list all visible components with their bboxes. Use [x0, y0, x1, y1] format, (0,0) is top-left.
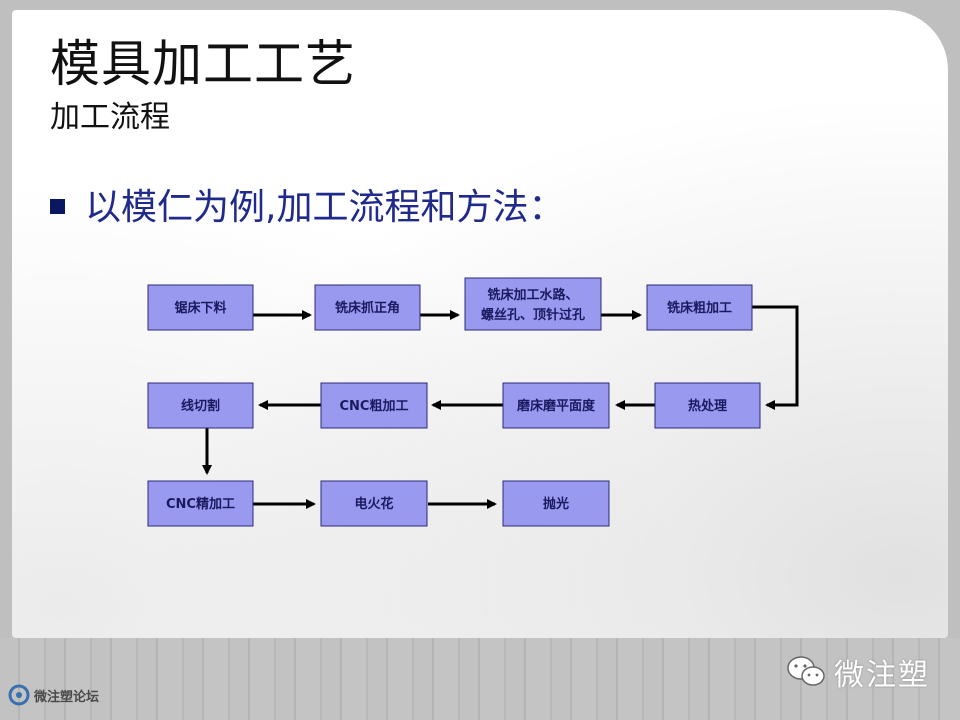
node-n11: 抛光: [502, 480, 610, 527]
wechat-icon: [787, 656, 825, 686]
node-label: 铣床粗加工: [667, 300, 732, 316]
bullet-item: 以模仁为例,加工流程和方法：: [50, 178, 564, 230]
node-label: CNC精加工: [166, 496, 235, 512]
node-label: 线切割: [181, 398, 220, 414]
node-label: 铣床加工水路、: [487, 287, 578, 303]
forum-label: 微注塑论坛: [34, 689, 100, 705]
node-label: 铣床抓正角: [335, 300, 400, 316]
slide-subtitle: 加工流程: [50, 100, 170, 135]
node-n5: 热处理: [654, 382, 761, 429]
slide-title: 模具加工工艺: [50, 35, 356, 93]
flow-edges: [202, 305, 799, 509]
node-label-line2: 螺丝孔、顶针过孔: [481, 307, 585, 323]
node-n3: 铣床加工水路、 螺丝孔、顶针过孔: [464, 277, 602, 331]
wechat-watermark: 微注塑: [786, 650, 930, 694]
node-n6: 磨床磨平面度: [502, 382, 610, 429]
forum-logo-icon: [8, 684, 30, 706]
node-n4: 铣床粗加工: [646, 284, 753, 331]
wechat-label: 微注塑: [834, 658, 930, 693]
node-n7: CNC粗加工: [320, 382, 428, 429]
node-n1: 锯床下料: [147, 284, 254, 331]
node-n10: 电火花: [320, 480, 428, 527]
forum-watermark: 微注塑论坛: [8, 684, 99, 706]
node-n2: 铣床抓正角: [314, 284, 421, 331]
bullet-square-icon: [50, 198, 65, 214]
node-label: 锯床下料: [174, 300, 226, 316]
edge-n4-n5: [752, 305, 799, 410]
node-label: 电火花: [354, 496, 393, 512]
node-label: 热处理: [688, 398, 727, 414]
node-n8: 线切割: [147, 382, 254, 429]
bullet-text: 以模仁为例,加工流程和方法：: [85, 187, 565, 228]
node-label: 磨床磨平面度: [517, 398, 596, 414]
node-label: 抛光: [543, 496, 569, 512]
node-n9: CNC精加工: [147, 480, 254, 527]
node-label: CNC粗加工: [340, 398, 409, 414]
